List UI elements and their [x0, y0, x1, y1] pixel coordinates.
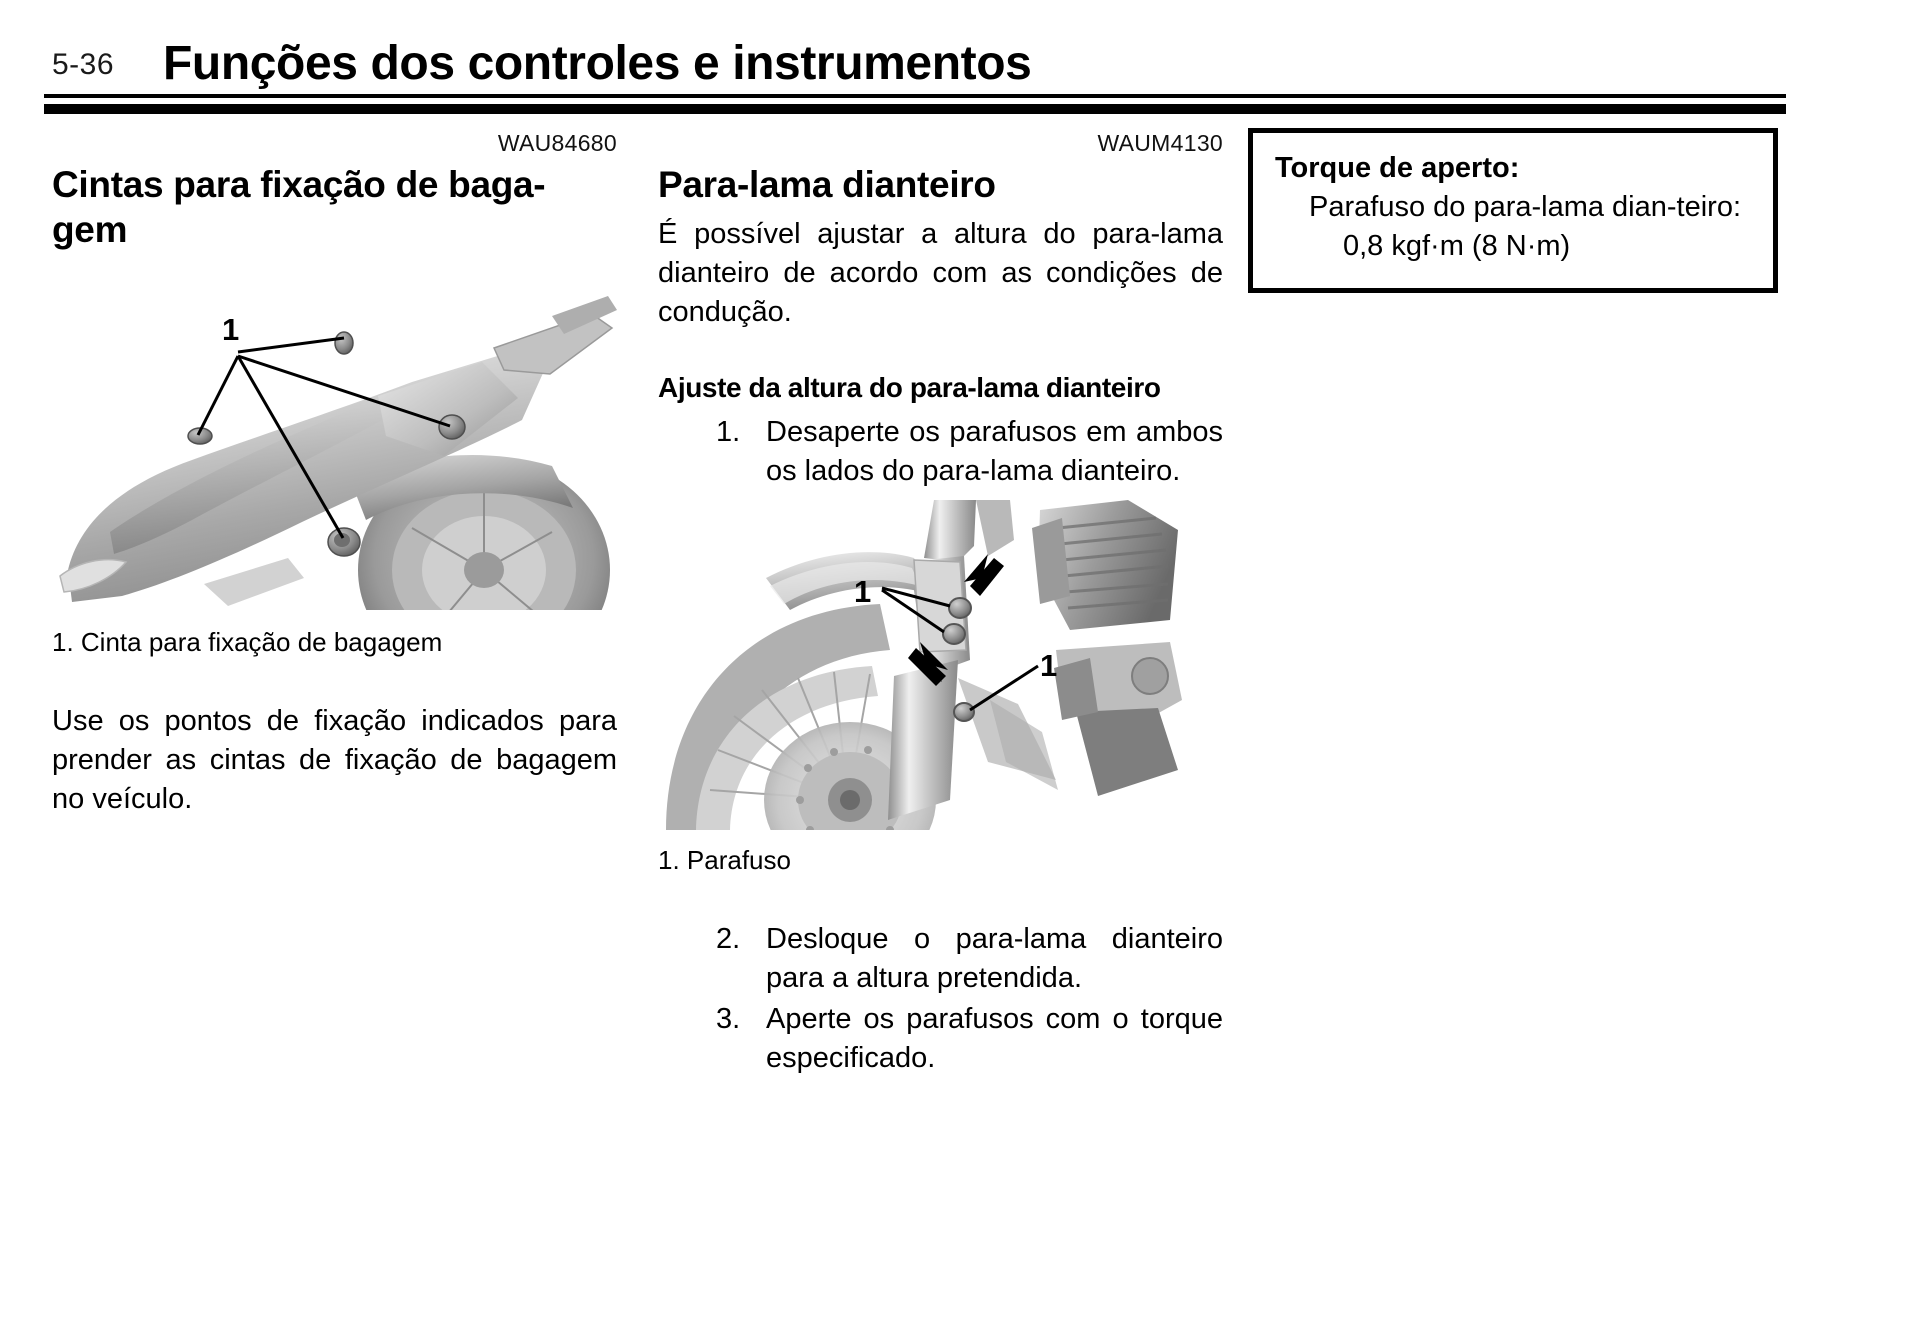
torque-box-value: 0,8 kgf·m (8 N·m) — [1343, 229, 1571, 262]
subsection-title-fender-height: Ajuste da altura do para-lama dianteiro — [658, 371, 1161, 403]
figure-caption-left: 1. Cinta para fixação de bagagem — [52, 627, 443, 658]
fork-lower-graphic — [888, 660, 958, 821]
section-title-front-fender: Para-lama dianteiro — [658, 164, 996, 205]
callout-1-upper-front-figure: 1 — [854, 574, 872, 610]
reference-code-left: WAU84680 — [497, 130, 617, 156]
fender-bolt-bottom — [953, 702, 975, 723]
attachment-point-right — [438, 414, 466, 440]
side-panel-graphic — [378, 362, 518, 457]
callout-leader-line-lower — [969, 665, 1039, 712]
header-rule-thick — [44, 104, 1786, 114]
attachment-point-upper — [334, 331, 354, 355]
step-text: Desloque o para-lama dianteiro para a al… — [766, 923, 1223, 995]
header-rule-thin — [44, 94, 1786, 98]
callout-leader-lines-upper — [881, 586, 951, 634]
seat-surface-graphic — [110, 400, 404, 555]
step-text: Desaperte os parafusos em ambos os lados… — [766, 415, 1223, 487]
callout-1-left-figure: 1 — [222, 312, 240, 348]
column-left: WAU84680 Cintas para fixação de baga-gem — [52, 128, 617, 819]
step-number: 2. — [716, 923, 741, 956]
fender-bolt-lower — [942, 623, 966, 646]
column-right: Torque de aperto: Parafuso do para-lama … — [1248, 128, 1778, 293]
lower-cowl-graphic — [1076, 708, 1178, 797]
tail-tip-graphic — [552, 296, 617, 335]
lower-fairing-tip-graphic — [59, 559, 128, 594]
step-item: 1. Desaperte os parafusos em ambos os la… — [658, 413, 1223, 491]
fender-bolt-upper — [948, 597, 972, 620]
column-middle: WAUM4130 Para-lama dianteiro É possível … — [658, 128, 1223, 1080]
callout-1-lower-front-figure: 1 — [1040, 648, 1058, 684]
body-paragraph-left: Use os pontos de fixação indicados para … — [52, 705, 617, 815]
radiator-shroud-graphic — [1032, 500, 1178, 631]
torque-specification-box: Torque de aperto: Parafuso do para-lama … — [1248, 128, 1778, 293]
steps-before-figure: 1. Desaperte os parafusos em ambos os la… — [658, 413, 1223, 491]
section-title-luggage-straps: Cintas para fixação de baga-gem — [52, 164, 546, 251]
fork-tube-upper-graphic — [924, 500, 976, 563]
reference-code-middle: WAUM4130 — [1097, 130, 1223, 156]
lower-bracket-graphic — [204, 558, 304, 607]
step-number: 3. — [716, 1002, 741, 1035]
attachment-point-center — [327, 527, 361, 557]
intro-paragraph-middle: É possível ajustar a altura do para-lama… — [658, 218, 1223, 328]
figure-caption-middle: 1. Parafuso — [658, 845, 791, 876]
step-text: Aperte os parafusos com o torque especif… — [766, 1002, 1223, 1074]
fork-tube-upper2-graphic — [976, 500, 1014, 557]
torque-box-item: Parafuso do para-lama dian-teiro: — [1309, 190, 1742, 223]
step-number: 1. — [716, 415, 741, 448]
figure-rear-luggage-strap-points: 1 — [52, 270, 617, 611]
page-title: Funções dos controles e instrumentos — [163, 37, 1032, 90]
arrow-down-icon — [908, 642, 948, 687]
guard-pivot-graphic — [1131, 657, 1169, 696]
figure-front-fender-bolts: 1 1 — [658, 500, 1188, 831]
steps-after-figure: 2. Desloque o para-lama dianteiro para a… — [658, 920, 1223, 1077]
callout-leader-lines — [196, 336, 451, 539]
front-fender-illustration-svg — [658, 500, 1188, 831]
page-number: 5-36 — [52, 48, 115, 81]
rear-luggage-illustration-svg — [52, 270, 617, 611]
step-item: 3. Aperte os parafusos com o torque espe… — [658, 1000, 1223, 1078]
arrow-up-icon — [964, 554, 1004, 597]
page-header: 5-36 Funções dos controles e instrumento… — [0, 0, 1920, 114]
step-item: 2. Desloque o para-lama dianteiro para a… — [658, 920, 1223, 998]
torque-box-title: Torque de aperto: — [1275, 152, 1520, 184]
